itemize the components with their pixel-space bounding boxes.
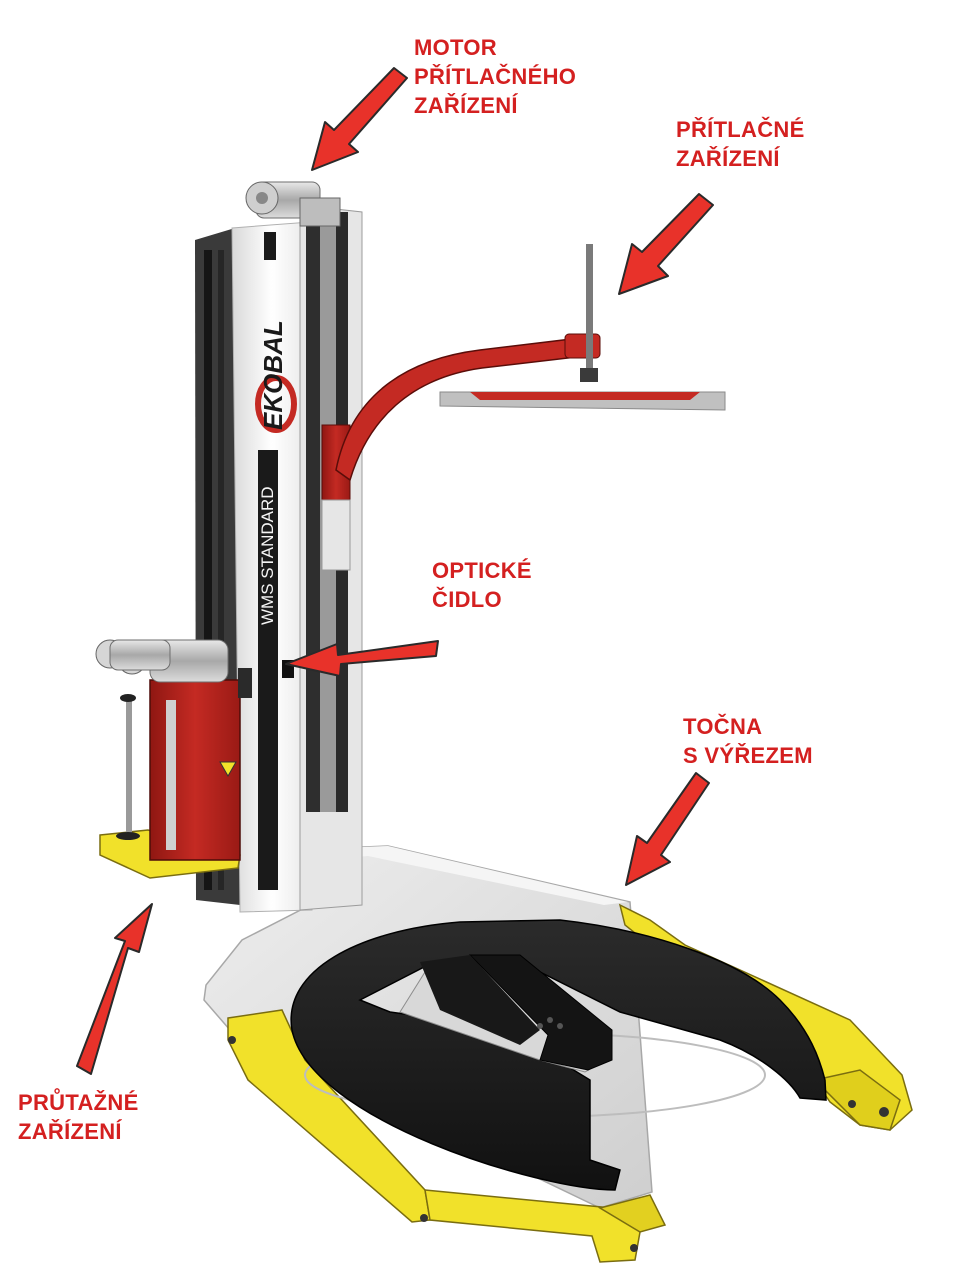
logo-text: EKOBAL [258,320,288,430]
prestretch-unit [95,639,252,879]
label-stretch-device: PRŮTAŽNÉ ZAŘÍZENÍ [18,1088,139,1146]
top-motor [245,181,341,227]
arrow-motor [311,67,408,171]
label-line: PŘÍTLAČNÉHO [414,64,577,89]
label-line: TOČNA [683,714,763,739]
label-line: PŘÍTLAČNÉ [676,117,805,142]
arrow-pressing-device [618,193,714,295]
label-line: ZAŘÍZENÍ [414,93,518,118]
label-line: OPTICKÉ [432,558,532,583]
label-optical-sensor: OPTICKÉ ČIDLO [432,556,532,614]
label-line: MOTOR [414,35,497,60]
label-pressing-device: PŘÍTLAČNÉ ZAŘÍZENÍ [676,115,805,173]
turntable [290,919,827,1191]
model-text: WMS STANDARD [258,486,277,625]
label-line: ZAŘÍZENÍ [676,146,780,171]
brand-logo: EKOBAL WMS STANDARD [255,320,297,625]
label-turntable: TOČNA S VÝŘEZEM [683,712,813,770]
arrow-turntable [625,772,710,886]
arrow-stretch-device [76,903,153,1075]
label-line: S VÝŘEZEM [683,743,813,768]
label-line: PRŮTAŽNÉ [18,1090,139,1115]
label-line: ČIDLO [432,587,502,612]
arrows [76,67,714,1075]
arrow-optical-sensor [285,640,439,677]
label-motor-pressing-device: MOTOR PŘÍTLAČNÉHO ZAŘÍZENÍ [414,33,576,120]
pressing-arm [321,244,726,571]
label-line: ZAŘÍZENÍ [18,1119,122,1144]
